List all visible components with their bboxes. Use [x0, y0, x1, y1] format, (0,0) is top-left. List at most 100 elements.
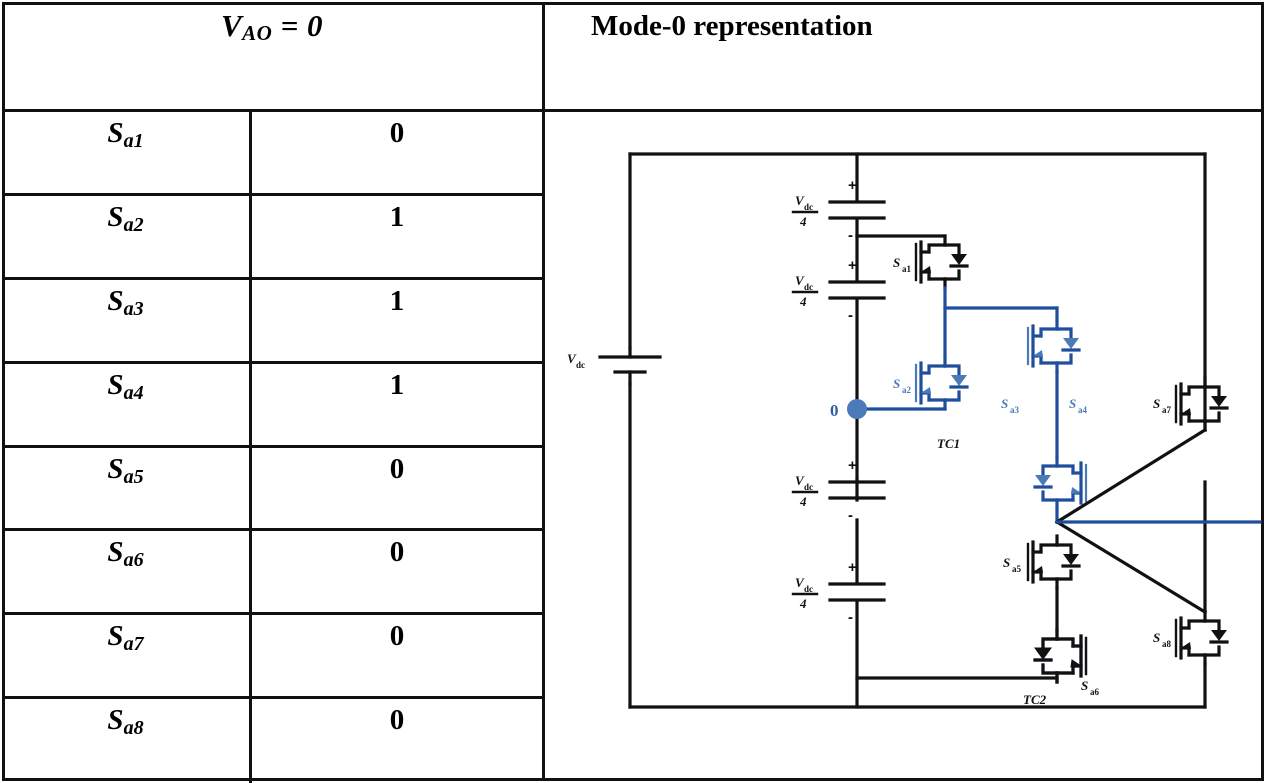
svg-text:a7: a7	[1162, 405, 1172, 415]
svg-text:dc: dc	[804, 482, 813, 492]
capacitor-2-label: V dc 4	[791, 273, 819, 309]
switch-name-cell: Sa6	[2, 531, 252, 613]
svg-text:dc: dc	[804, 282, 813, 292]
capacitor-1: + -	[828, 177, 886, 244]
dc-source-label: V dc	[567, 351, 585, 370]
svg-text:a5: a5	[1012, 564, 1022, 574]
svg-text:a4: a4	[1078, 405, 1088, 415]
svg-text:+: +	[848, 257, 857, 274]
svg-text:V: V	[795, 575, 805, 590]
circuit-svg: .w { stroke:#111; stroke-width:3.2; fill…	[567, 152, 1262, 709]
switch-sa2-label: S a2	[893, 376, 912, 395]
zero-node-wire	[847, 399, 947, 419]
table-body: Sa1 0 Sa2 1 Sa3 1	[2, 112, 542, 783]
switch-name-cell: Sa2	[2, 195, 252, 277]
svg-text:-: -	[848, 307, 853, 324]
switch-name-cell: Sa5	[2, 447, 252, 529]
tc2-label: TC2	[1023, 692, 1047, 707]
table-row: Sa2 1	[2, 195, 542, 280]
switch-sa6-label: S a6	[1081, 678, 1100, 697]
switch-sa7-label: S a7	[1153, 396, 1172, 415]
panel-title: Mode-0 representation	[591, 10, 873, 42]
switch-value-cell: 0	[389, 704, 405, 737]
svg-text:V: V	[567, 351, 577, 366]
svg-text:S: S	[1153, 630, 1160, 645]
switch-value-cell: 0	[389, 620, 405, 653]
capacitor-3-label: V dc 4	[791, 473, 819, 509]
svg-text:TC2: TC2	[1023, 692, 1047, 707]
svg-text:S: S	[1069, 396, 1076, 411]
switch-sa7	[1174, 376, 1229, 432]
capacitor-3: + -	[828, 457, 886, 524]
svg-text:S: S	[893, 255, 900, 270]
svg-text:-: -	[848, 507, 853, 524]
switch-sa8-label: S a8	[1153, 630, 1172, 649]
vao-header-label: VAO = 0	[220, 8, 324, 45]
svg-text:S: S	[1001, 396, 1008, 411]
svg-text:V: V	[795, 473, 805, 488]
mode-representation-panel: Mode-0 representation .w { stroke:#111; …	[542, 2, 1264, 781]
active-conduction-path	[943, 286, 1059, 359]
svg-text:+: +	[848, 457, 857, 474]
switching-state-table: VAO = 0 Sa1 0 Sa2 1	[2, 2, 542, 783]
switch-name-cell: Sa4	[2, 363, 252, 445]
switch-sa3-label: S a3	[1001, 396, 1020, 415]
capacitor-2: + -	[828, 257, 886, 324]
svg-text:4: 4	[799, 494, 807, 509]
capacitor-1-label: V dc 4	[791, 193, 819, 229]
table-row: Sa6 0	[2, 531, 542, 616]
switch-value-cell: 1	[389, 368, 405, 401]
switch-name-cell: Sa7	[2, 615, 252, 697]
svg-text:-: -	[848, 609, 853, 626]
switch-name-cell: Sa8	[2, 699, 252, 783]
tc1-label: TC1	[937, 436, 960, 451]
switch-sa2	[914, 355, 969, 411]
capacitor-4: + -	[828, 559, 886, 626]
switch-value-cell: 1	[389, 284, 405, 317]
svg-text:dc: dc	[804, 202, 813, 212]
circuit-diagram: .w { stroke:#111; stroke-width:3.2; fill…	[545, 112, 1266, 778]
table-row: Sa7 0	[2, 615, 542, 700]
svg-text:4: 4	[799, 214, 807, 229]
svg-text:S: S	[1153, 396, 1160, 411]
switch-sa1-label: S a1	[893, 255, 912, 274]
svg-text:a8: a8	[1162, 639, 1172, 649]
table-row: Sa3 1	[2, 279, 542, 364]
capacitor-4-label: V dc 4	[791, 575, 819, 611]
table-row: Sa4 1	[2, 363, 542, 448]
switch-name-cell: Sa1	[2, 112, 252, 193]
svg-text:+: +	[848, 177, 857, 194]
switch-sa5	[1026, 534, 1081, 590]
switch-value-cell: 1	[389, 200, 405, 233]
switch-sa3	[1026, 318, 1081, 374]
svg-text:+: +	[848, 559, 857, 576]
switch-sa4	[1033, 455, 1088, 511]
svg-text:-: -	[848, 227, 853, 244]
switch-value-cell: 0	[389, 117, 405, 149]
table-row: Sa5 0	[2, 447, 542, 532]
table-row: Sa1 0	[2, 112, 542, 196]
svg-text:a1: a1	[902, 264, 912, 274]
svg-text:S: S	[1003, 555, 1010, 570]
node-zero-label: 0	[830, 401, 839, 420]
svg-text:dc: dc	[576, 360, 585, 370]
switch-sa4-label: S a4	[1069, 396, 1088, 415]
svg-text:V: V	[795, 273, 805, 288]
svg-text:V: V	[795, 193, 805, 208]
svg-text:S: S	[893, 376, 900, 391]
svg-text:dc: dc	[804, 584, 813, 594]
sa6-to-bottom-rail	[855, 676, 1059, 684]
svg-text:a6: a6	[1090, 687, 1100, 697]
switch-sa6	[1033, 628, 1088, 684]
switch-sa5-label: S a5	[1003, 555, 1022, 574]
table-header-cell: VAO = 0	[2, 2, 542, 112]
switch-value-cell: 0	[389, 452, 405, 485]
dc-source-symbol	[598, 346, 662, 386]
panel-header-cell: Mode-0 representation	[545, 2, 1264, 112]
svg-text:4: 4	[799, 596, 807, 611]
switch-sa1	[914, 234, 969, 290]
svg-text:S: S	[1081, 678, 1088, 693]
svg-text:4: 4	[799, 294, 807, 309]
